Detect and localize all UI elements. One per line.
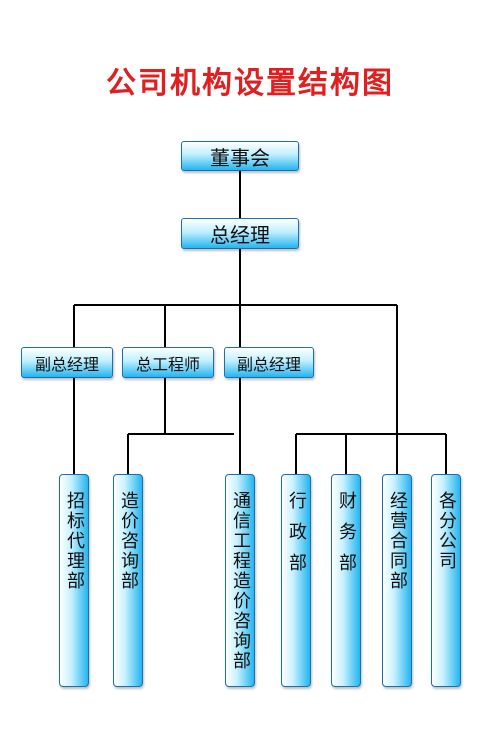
node-general-manager-label: 总经理 — [210, 223, 270, 247]
node-bidding-agency-dept-label: 招标代理部 — [64, 491, 85, 591]
node-bidding-agency-dept: 招标代理部 — [59, 474, 89, 687]
node-telecom-cost-consulting-dept-label: 通信工程造价咨询部 — [230, 491, 251, 671]
node-admin-dept-label: 行政部 — [286, 491, 307, 584]
node-vp-1: 副总经理 — [21, 347, 113, 378]
node-board-label: 董事会 — [210, 145, 270, 170]
node-business-contract-dept-label: 经营合同部 — [387, 491, 408, 591]
node-business-contract-dept: 经营合同部 — [382, 474, 412, 687]
node-admin-dept: 行政部 — [281, 474, 311, 687]
node-vp-1-label: 副总经理 — [34, 354, 99, 374]
node-vp-2-label: 副总经理 — [236, 354, 301, 374]
node-telecom-cost-consulting-dept: 通信工程造价咨询部 — [225, 474, 255, 687]
node-branches: 各分公司 — [431, 474, 461, 687]
node-general-manager: 总经理 — [181, 218, 299, 249]
node-cost-consulting-dept-label: 造价咨询部 — [118, 491, 139, 591]
node-chief-engineer: 总工程师 — [122, 347, 214, 378]
node-board: 董事会 — [181, 141, 299, 171]
node-finance-dept-label: 财务部 — [336, 491, 357, 584]
node-vp-2: 副总经理 — [224, 347, 314, 378]
node-branches-label: 各分公司 — [436, 491, 457, 571]
node-finance-dept: 财务部 — [331, 474, 361, 687]
node-cost-consulting-dept: 造价咨询部 — [113, 474, 143, 687]
diagram-title: 公司机构设置结构图 — [106, 66, 394, 101]
node-chief-engineer-label: 总工程师 — [135, 354, 200, 374]
